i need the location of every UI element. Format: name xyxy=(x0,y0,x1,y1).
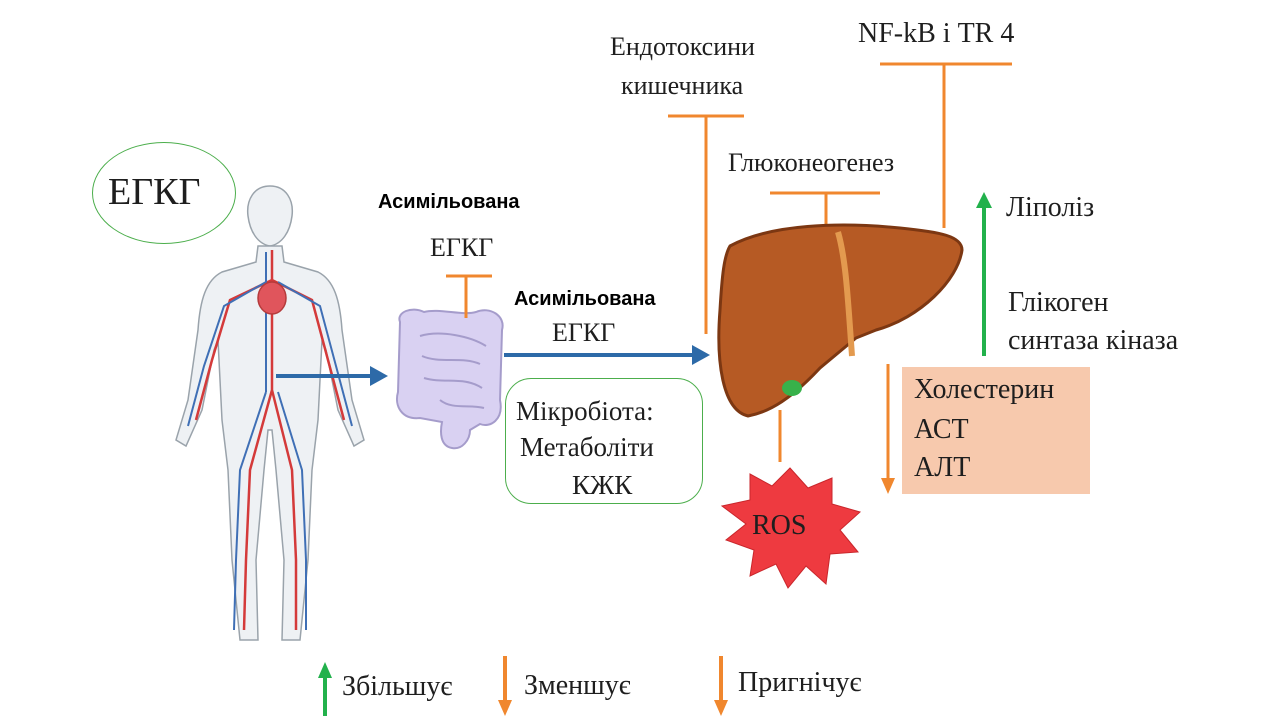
bubble-label: ЕГКГ xyxy=(108,171,201,213)
heart-icon xyxy=(257,281,287,315)
assimilated-egcg-1: ЕГКГ xyxy=(430,233,494,262)
cholesterol-box xyxy=(902,367,1090,494)
nfkb-label: NF-kB і TR 4 xyxy=(858,18,1015,49)
lipolysis-label: Ліполіз xyxy=(1006,192,1095,223)
egcg-speech-bubble xyxy=(92,142,236,244)
alt-label: АЛТ xyxy=(914,452,971,483)
ros-starburst-icon xyxy=(720,467,862,589)
legend-inhibit-label: Пригнічує xyxy=(738,667,862,698)
legend-increase-label: Збільшує xyxy=(342,671,453,702)
glycogen-label: Глікоген xyxy=(1008,287,1109,318)
legend-decrease-label: Зменшує xyxy=(524,670,631,701)
metabolites-label: Метаболіти xyxy=(520,432,654,462)
ast-label: АСТ xyxy=(914,414,969,445)
microbiota-box xyxy=(505,378,703,504)
gluconeogenesis-label: Глюконеогенез xyxy=(728,148,895,177)
ros-label: ROS xyxy=(752,510,807,541)
endotoxins-label: Ендотоксини xyxy=(610,32,755,61)
human-body-icon xyxy=(175,185,365,641)
cholesterol-label: Холестерин xyxy=(914,374,1055,405)
assimilated-egcg-2: ЕГКГ xyxy=(552,318,616,347)
assimilated-label-2: Асимільована xyxy=(514,288,656,310)
intestine-icon xyxy=(396,308,504,450)
microbiota-label: Мікробіота: xyxy=(516,396,654,426)
endotoxins-sub-label: кишечника xyxy=(621,71,744,100)
glycogen-synthase-kinase-label: синтаза кіназа xyxy=(1008,325,1179,356)
assimilated-label-1: Асимільована xyxy=(378,191,520,213)
liver-icon xyxy=(717,223,964,418)
scfa-label: КЖК xyxy=(572,470,633,500)
